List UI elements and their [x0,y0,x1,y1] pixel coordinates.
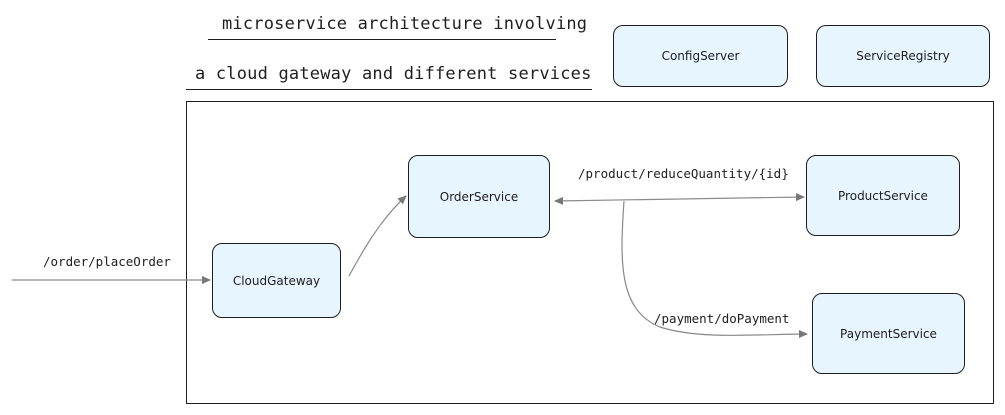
order-service-node[interactable]: OrderService [408,155,550,238]
product-service-node[interactable]: ProductService [806,155,960,236]
order-product-arrow [554,193,805,205]
diagram-title-line-2: a cloud gateway and different services [195,64,592,84]
cloud-gateway-node[interactable]: CloudGateway [212,243,341,318]
config-server-node[interactable]: ConfigServer [613,25,788,87]
service-registry-node[interactable]: ServiceRegistry [816,25,990,87]
order-payment-arrow [621,200,808,339]
order-service-label: OrderService [439,189,519,204]
payment-service-label: PaymentService [840,326,937,341]
reduce-quantity-edge-label: /product/reduceQuantity/{id} [578,166,789,181]
gateway-to-order-arrow [348,195,407,277]
title-underline-1 [208,39,556,40]
services-boundary-frame [186,101,994,404]
cloud-gateway-label: CloudGateway [232,273,321,288]
product-service-label: ProductService [838,188,928,203]
config-server-label: ConfigServer [661,49,740,63]
title-underline-2 [186,89,592,90]
service-registry-label: ServiceRegistry [856,49,950,63]
place-order-edge-label: /order/placeOrder [43,254,171,269]
payment-service-node[interactable]: PaymentService [812,293,965,374]
do-payment-edge-label: /payment/doPayment [654,311,790,326]
diagram-title-line-1: microservice architecture involving [222,14,588,34]
